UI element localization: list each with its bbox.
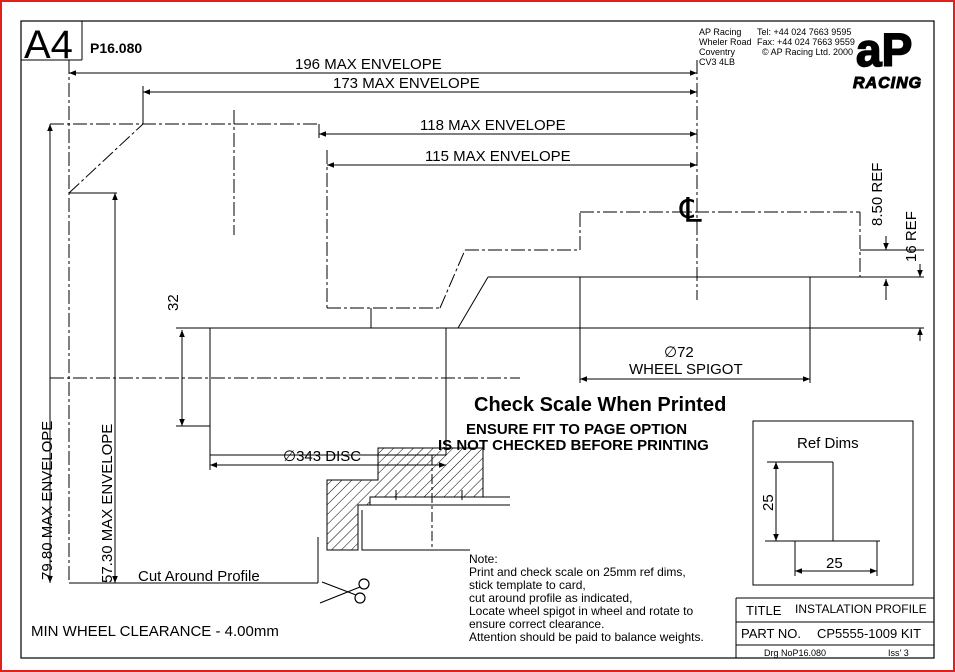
ref-dims-horizontal: 25: [826, 555, 843, 572]
ref-dims-vertical: 25: [760, 494, 777, 511]
drawing-frame: [20, 20, 935, 659]
drawing-number: P16.080: [90, 40, 142, 56]
company-line-1: AP Racing: [699, 27, 741, 37]
dim-32-label: 32: [165, 294, 182, 311]
hub-profile: [69, 192, 924, 470]
dim-118: 118 MAX ENVELOPE: [319, 117, 697, 137]
dim-115: 115 MAX ENVELOPE: [327, 148, 697, 168]
dim-5730: 57.30 MAX ENVELOPE: [99, 193, 118, 583]
disc-body: [209, 327, 447, 456]
ref-dims-box: Ref Dims 25 25: [752, 420, 914, 586]
dim-118-label: 118 MAX ENVELOPE: [420, 117, 566, 134]
dim-5730-label: 57.30 MAX ENVELOPE: [99, 424, 116, 583]
part-label: PART NO.: [741, 626, 801, 641]
note-line-2: stick template to card,: [469, 578, 586, 592]
note-line-4: Locate wheel spigot in wheel and rotate …: [469, 604, 693, 618]
ref-dims-title: Ref Dims: [797, 435, 859, 452]
note-heading: Note:: [469, 552, 498, 566]
company-line-2: Wheler Road: [699, 37, 752, 47]
dim-173: 173 MAX ENVELOPE: [143, 75, 697, 95]
outer-envelope-profile: [50, 60, 861, 583]
logo-racing: RACING: [853, 75, 922, 92]
ref-16-label: 16 REF: [903, 211, 920, 262]
dim-7980-label: 79.80 MAX ENVELOPE: [39, 421, 56, 580]
title-label: TITLE: [746, 603, 782, 618]
note-line-6: Attention should be paid to balance weig…: [469, 630, 704, 644]
company-address: AP Racing Wheler Road Coventry CV3 4LB T…: [699, 27, 855, 67]
ref-850-label: 8.50 REF: [869, 163, 886, 226]
note-line-1: Print and check scale on 25mm ref dims,: [469, 565, 686, 579]
note-block: Note: Print and check scale on 25mm ref …: [469, 552, 704, 644]
issue-number: Iss' 3: [888, 648, 909, 658]
spigot-body: [579, 276, 811, 329]
title-value: INSTALATION PROFILE: [795, 602, 927, 616]
ap-racing-logo: aP RACING: [853, 23, 922, 92]
title-block: TITLE INSTALATION PROFILE PART NO. CP555…: [735, 597, 934, 658]
cut-around-profile-label: Cut Around Profile: [138, 568, 260, 585]
caliper-section: [317, 447, 510, 583]
part-value: CP5555-1009 KIT: [817, 626, 921, 641]
logo-mark: aP: [856, 24, 912, 76]
disc-label: ∅343 DISC: [283, 448, 361, 465]
dim-ref-16: 16 REF: [903, 211, 923, 341]
company-fax: Fax: +44 024 7663 9559: [757, 37, 855, 47]
dim-spigot: ∅72 WHEEL SPIGOT: [580, 344, 810, 382]
centre-line-symbol: ℄: [679, 192, 702, 230]
fit-warning-2: IS NOT CHECKED BEFORE PRINTING: [438, 437, 709, 454]
check-scale-warning: Check Scale When Printed: [474, 394, 726, 416]
dim-173-label: 173 MAX ENVELOPE: [333, 75, 480, 92]
dim-7980: 79.80 MAX ENVELOPE: [39, 124, 56, 583]
note-line-5: ensure correct clearance.: [469, 617, 604, 631]
fit-warning-1: ENSURE FIT TO PAGE OPTION: [466, 421, 687, 438]
company-tel: Tel: +44 024 7663 9595: [757, 27, 851, 37]
dim-196-label: 196 MAX ENVELOPE: [295, 56, 442, 73]
note-line-3: cut around profile as indicated,: [469, 591, 632, 605]
dim-ref-850: 8.50 REF: [860, 163, 924, 300]
spigot-label: WHEEL SPIGOT: [629, 361, 743, 378]
scissors-icon: [319, 578, 370, 604]
company-line-4: CV3 4LB: [699, 57, 735, 67]
dim-32: 32: [165, 294, 210, 427]
dim-115-label: 115 MAX ENVELOPE: [425, 148, 571, 165]
dim-196: 196 MAX ENVELOPE: [69, 56, 697, 76]
drawing-number-small: Drg NoP16.080: [764, 648, 826, 658]
company-line-3: Coventry: [699, 47, 736, 57]
company-copyright: © AP Racing Ltd. 2000: [762, 47, 853, 57]
spigot-diameter-label: ∅72: [664, 344, 694, 361]
min-wheel-clearance: MIN WHEEL CLEARANCE - 4.00mm: [31, 623, 279, 640]
